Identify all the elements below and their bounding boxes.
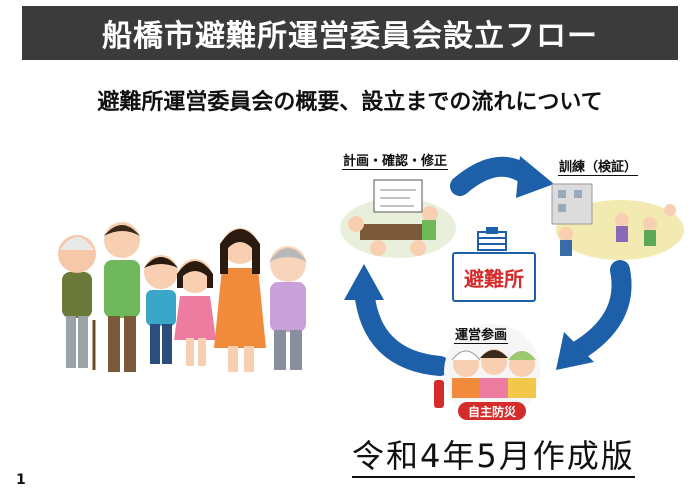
girl-figure [174, 259, 216, 366]
grandmother-figure [269, 246, 307, 370]
slide-subtitle: 避難所運営委員会の概要、設立までの流れについて [97, 90, 603, 115]
grandfather-figure [58, 235, 96, 370]
family-illustration [58, 222, 307, 372]
page-number: 1 [16, 472, 26, 488]
arrow-right [566, 260, 632, 362]
edition-date: 令和4年5月作成版 [352, 436, 635, 478]
arrow-top-head [516, 156, 554, 198]
hinanjo-sign: 避難所 [452, 252, 536, 302]
boy-figure [144, 255, 178, 364]
cycle-diagram: 自主防災 計画・確認・修正 訓練（検証） 運営参画 避難所 [330, 140, 700, 430]
operations-illustration: 自主防災 [434, 324, 540, 420]
arrow-left [354, 280, 450, 376]
step-label-plan: 計画・確認・修正 [342, 150, 449, 170]
meeting-illustration [340, 179, 456, 258]
slide-title: 船橋市避難所運営委員会設立フロー [22, 6, 678, 60]
mother-figure [214, 228, 266, 372]
building-icon [477, 227, 507, 251]
father-figure [104, 222, 140, 372]
step-label-operation: 運営参画 [454, 324, 509, 344]
arrow-left-head [344, 264, 384, 300]
training-illustration [551, 183, 684, 260]
step-label-training: 訓練（検証） [558, 156, 639, 176]
jishu-bousai-badge: 自主防災 [468, 404, 517, 419]
arrow-right-head [556, 332, 594, 370]
